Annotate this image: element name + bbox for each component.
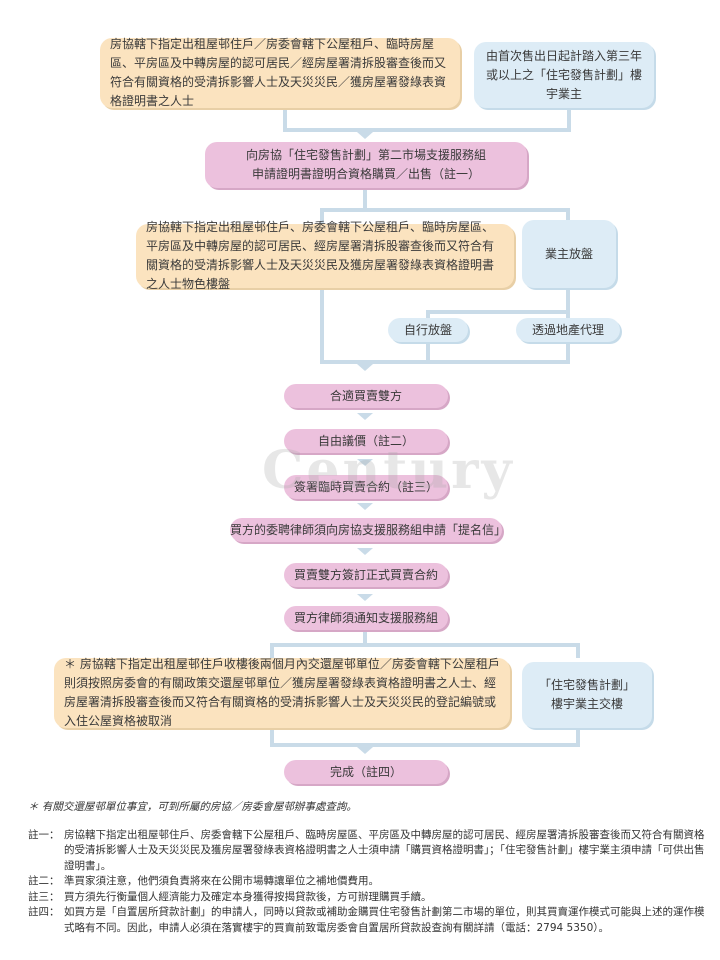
hos-owner-box: 由首次售出日起計踏入第三年或以上之「住宅發售計劃」樓宇業主	[474, 42, 654, 108]
note-label: 註一：	[28, 828, 60, 841]
negotiation-box: 自由議價（註二）	[284, 429, 448, 453]
formal-contract-box: 買賣雙方簽訂正式買賣合約	[284, 563, 448, 587]
connector	[363, 628, 367, 646]
apply-certificate-box: 向房協「住宅發售計劃」第二市場支援服務組申請證明書證明合資格購買／出售（註一）	[205, 142, 527, 188]
connector	[567, 110, 571, 130]
watermark-logo: Century	[262, 440, 515, 501]
connector	[320, 208, 570, 212]
matching-parties-box: 合適買賣雙方	[284, 384, 448, 408]
connector	[283, 128, 571, 132]
arrow	[357, 459, 373, 466]
connector	[566, 310, 570, 320]
connector	[270, 743, 580, 747]
connector	[566, 340, 570, 364]
note-text: 準買家須注意，他們須負責將來在公開市場轉讓單位之補地價費用。	[64, 875, 379, 887]
connector	[426, 310, 430, 320]
return-unit-box: ＊ 房協轄下指定出租屋邨住戶收樓後兩個月內交還屋邨單位／房委會轄下公屋租戶則須按…	[54, 657, 510, 728]
footnotes: ＊ 有關交還屋邨單位事宜，可到所屬的房協／房委會屋邨辦事處查詢。 註一： 房協轄…	[28, 800, 708, 936]
owner-handover-box: 「住宅發售計劃」樓宇業主交樓	[522, 662, 652, 728]
note-text: 買方須先行衡量個人經濟能力及確定本身獲得按揭貸款後，方可辦理購買手續。	[64, 890, 432, 903]
note-label: 註四：	[28, 906, 60, 918]
arrow	[357, 364, 373, 371]
connector	[566, 208, 570, 224]
arrow	[357, 594, 373, 601]
provisional-contract-box: 簽署臨時買賣合約（註三）	[284, 475, 448, 499]
arrow	[357, 747, 373, 754]
connector	[320, 288, 324, 364]
note-text: 房協轄下指定出租屋邨住戶、房委會轄下公屋租戶、臨時房屋區、平房區及中轉房屋的認可…	[64, 828, 705, 872]
connector	[426, 310, 570, 314]
connector	[270, 643, 580, 647]
agent-list-box: 透過地產代理	[516, 318, 620, 342]
nomination-letter-box: 買方的委聘律師須向房協支援服務組申請「提名信」	[230, 518, 506, 542]
note-1: 註一： 房協轄下指定出租屋邨住戶、房委會轄下公屋租戶、臨時房屋區、平房區及中轉房…	[28, 828, 708, 875]
connector	[270, 643, 274, 658]
self-list-box: 自行放盤	[388, 318, 468, 342]
note-3: 註三： 買方須先行衡量個人經濟能力及確定本身獲得按揭貸款後，方可辦理購買手續。	[28, 890, 708, 906]
completion-box: 完成（註四）	[284, 760, 448, 784]
connector	[270, 728, 274, 746]
connector	[363, 190, 367, 212]
note-label: 註三：	[28, 890, 60, 903]
buyer-search-box: 房協轄下指定出租屋邨住戶、房委會轄下公屋租戶、臨時房屋區、平房區及中轉房屋的認可…	[136, 220, 514, 291]
note-text: 如買方是「自置居所貸款計劃」的申請人，同時以貸款或補助金購買住宅發售計劃第二市場…	[64, 906, 705, 934]
arrow	[357, 503, 373, 510]
connector	[576, 728, 580, 746]
connector	[426, 340, 430, 364]
eligible-buyers-box: 房協轄下指定出租屋邨住戶／房委會轄下公屋租戶、臨時房屋區、平房區及中轉房屋的認可…	[100, 37, 460, 108]
note-2: 註二： 準買家須注意，他們須負責將來在公開市場轉讓單位之補地價費用。	[28, 874, 708, 890]
owner-list-box: 業主放盤	[522, 220, 616, 288]
connector	[320, 360, 570, 364]
connector	[320, 208, 324, 224]
connector	[576, 643, 580, 658]
arrow	[357, 413, 373, 420]
note-label: 註二：	[28, 875, 60, 887]
connector	[283, 110, 287, 130]
note-4: 註四： 如買方是「自置居所貸款計劃」的申請人，同時以貸款或補助金購買住宅發售計劃…	[28, 905, 708, 936]
connector	[566, 288, 570, 312]
star-note: ＊ 有關交還屋邨單位事宜，可到所屬的房協／房委會屋邨辦事處查詢。	[28, 801, 357, 813]
notify-service-box: 買方律師須通知支援服務組	[284, 606, 448, 630]
arrow	[357, 132, 373, 139]
arrow	[357, 548, 373, 555]
